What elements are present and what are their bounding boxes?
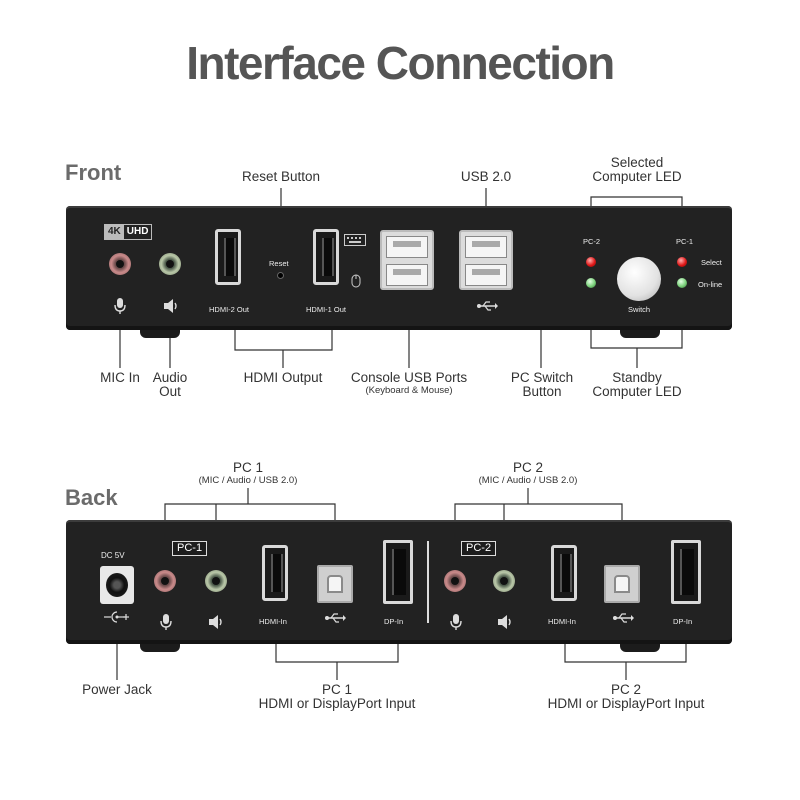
label-pc2-top: PC 2 (MIC / Audio / USB 2.0) — [468, 460, 588, 487]
label-console-usb-title: Console USB Ports — [350, 370, 468, 385]
power-jack[interactable] — [100, 566, 134, 604]
label-pc1-top-title: PC 1 — [232, 460, 263, 475]
front-audio-jack[interactable] — [159, 253, 181, 275]
back-foot-left — [140, 644, 180, 652]
label-pc1-input-line1: PC 1 — [321, 682, 352, 697]
usb20-port-bottom[interactable] — [465, 264, 507, 286]
label-pc-switch-line1: PC Switch — [510, 370, 574, 385]
panel-dp-in-1: DP-In — [384, 617, 404, 626]
led-select-pc2 — [586, 257, 596, 267]
led-select-pc1 — [677, 257, 687, 267]
panel-dp-in-2: DP-In — [673, 617, 693, 626]
front-section-label: Front — [65, 160, 122, 185]
back-foot-right — [620, 644, 660, 652]
label-pc1-input: PC 1 HDMI or DisplayPort Input — [247, 683, 427, 711]
front-hdmi2-port[interactable] — [215, 229, 241, 285]
label-pc2-input-line2: HDMI or DisplayPort Input — [547, 696, 705, 711]
label-standby-led: Standby Computer LED — [582, 371, 692, 399]
label-audio-out-line2: Out — [159, 384, 181, 399]
label-reset-button: Reset Button — [241, 169, 321, 184]
badge-4k-uhd: 4K UHD — [104, 224, 153, 240]
usb-icon — [477, 301, 498, 311]
label-selected-led-line1: Selected — [610, 155, 664, 170]
panel-divider — [427, 541, 429, 623]
label-pc1-top-sub: (MIC / Audio / USB 2.0) — [198, 475, 298, 486]
back-section-label: Back — [65, 485, 118, 510]
pc2-audio-jack[interactable] — [493, 570, 515, 592]
pc1-usb-b-port[interactable] — [317, 565, 353, 603]
panel-pc2-box: PC-2 — [461, 541, 497, 556]
label-audio-out: Audio Out — [140, 371, 200, 399]
label-power-jack: Power Jack — [82, 682, 152, 697]
microphone-icon — [114, 298, 126, 314]
label-usb20: USB 2.0 — [460, 169, 512, 184]
pc1-dp-in-port[interactable] — [383, 540, 413, 604]
front-hdmi1-port[interactable] — [313, 229, 339, 285]
label-pc2-top-title: PC 2 — [512, 460, 543, 475]
console-usb-port-bottom[interactable] — [386, 264, 428, 286]
speaker-icon — [498, 615, 511, 629]
panel-pc1-box: PC-1 — [172, 541, 208, 556]
front-foot-left — [140, 330, 180, 338]
pc2-hdmi-in-port[interactable] — [551, 545, 577, 601]
pc2-mic-jack[interactable] — [444, 570, 466, 592]
label-pc1-input-line2: HDMI or DisplayPort Input — [258, 696, 416, 711]
pc-switch-button[interactable] — [617, 257, 661, 301]
usb20-ports[interactable] — [459, 230, 513, 290]
console-usb-port-top[interactable] — [386, 236, 428, 258]
dc-polarity-icon — [104, 611, 129, 623]
panel-select: Select — [701, 258, 722, 267]
label-pc2-input-line1: PC 2 — [610, 682, 641, 697]
badge-4k: 4K — [105, 225, 124, 239]
page-title: Interface Connection — [186, 37, 615, 89]
pc1-hdmi-in-port[interactable] — [262, 545, 288, 601]
label-selected-led-line2: Computer LED — [592, 169, 682, 184]
label-audio-out-line1: Audio — [152, 370, 188, 385]
pc2-dp-in-port[interactable] — [671, 540, 701, 604]
microphone-icon — [160, 614, 172, 630]
panel-switch: Switch — [628, 305, 651, 314]
pc1-audio-jack[interactable] — [205, 570, 227, 592]
panel-hdmi-in-2: HDMI-In — [548, 617, 576, 626]
front-mic-jack[interactable] — [109, 253, 131, 275]
panel-hdmi2-out: HDMI-2 Out — [209, 305, 250, 314]
label-console-usb-sub: (Keyboard & Mouse) — [365, 385, 453, 396]
badge-uhd: UHD — [126, 226, 149, 237]
label-mic-in: MIC In — [100, 370, 140, 385]
panel-reset: Reset — [269, 259, 289, 268]
usb-icon — [613, 613, 634, 623]
led-online-pc1 — [677, 278, 687, 288]
label-selected-led: Selected Computer LED — [577, 156, 697, 184]
reset-button[interactable] — [277, 272, 284, 279]
speaker-icon — [209, 615, 222, 629]
label-standby-led-line1: Standby — [612, 370, 662, 385]
led-online-pc2 — [586, 278, 596, 288]
console-usb-ports[interactable] — [380, 230, 434, 290]
panel-dc5v: DC 5V — [101, 551, 125, 560]
label-console-usb: Console USB Ports (Keyboard & Mouse) — [339, 370, 479, 397]
label-hdmi-output: HDMI Output — [243, 370, 323, 385]
panel-pc1: PC-1 — [676, 237, 694, 246]
pc1-mic-jack[interactable] — [154, 570, 176, 592]
mouse-icon — [351, 274, 361, 288]
microphone-icon — [450, 614, 462, 630]
front-foot-right — [620, 330, 660, 338]
panel-pc2: PC-2 — [583, 237, 601, 246]
speaker-icon — [164, 299, 177, 313]
label-pc2-input: PC 2 HDMI or DisplayPort Input — [536, 683, 716, 711]
label-pc-switch-button: PC Switch Button — [502, 371, 582, 399]
usb20-port-top[interactable] — [465, 236, 507, 258]
panel-hdmi-in-1: HDMI-In — [259, 617, 287, 626]
keyboard-icon — [344, 234, 366, 246]
pc2-usb-b-port[interactable] — [604, 565, 640, 603]
label-pc-switch-line2: Button — [522, 384, 562, 399]
usb-icon — [325, 613, 346, 623]
panel-hdmi1-out: HDMI-1 Out — [306, 305, 347, 314]
panel-online: On-line — [698, 280, 723, 289]
label-pc2-top-sub: (MIC / Audio / USB 2.0) — [478, 475, 578, 486]
label-standby-led-line2: Computer LED — [592, 384, 682, 399]
label-pc1-top: PC 1 (MIC / Audio / USB 2.0) — [188, 460, 308, 487]
